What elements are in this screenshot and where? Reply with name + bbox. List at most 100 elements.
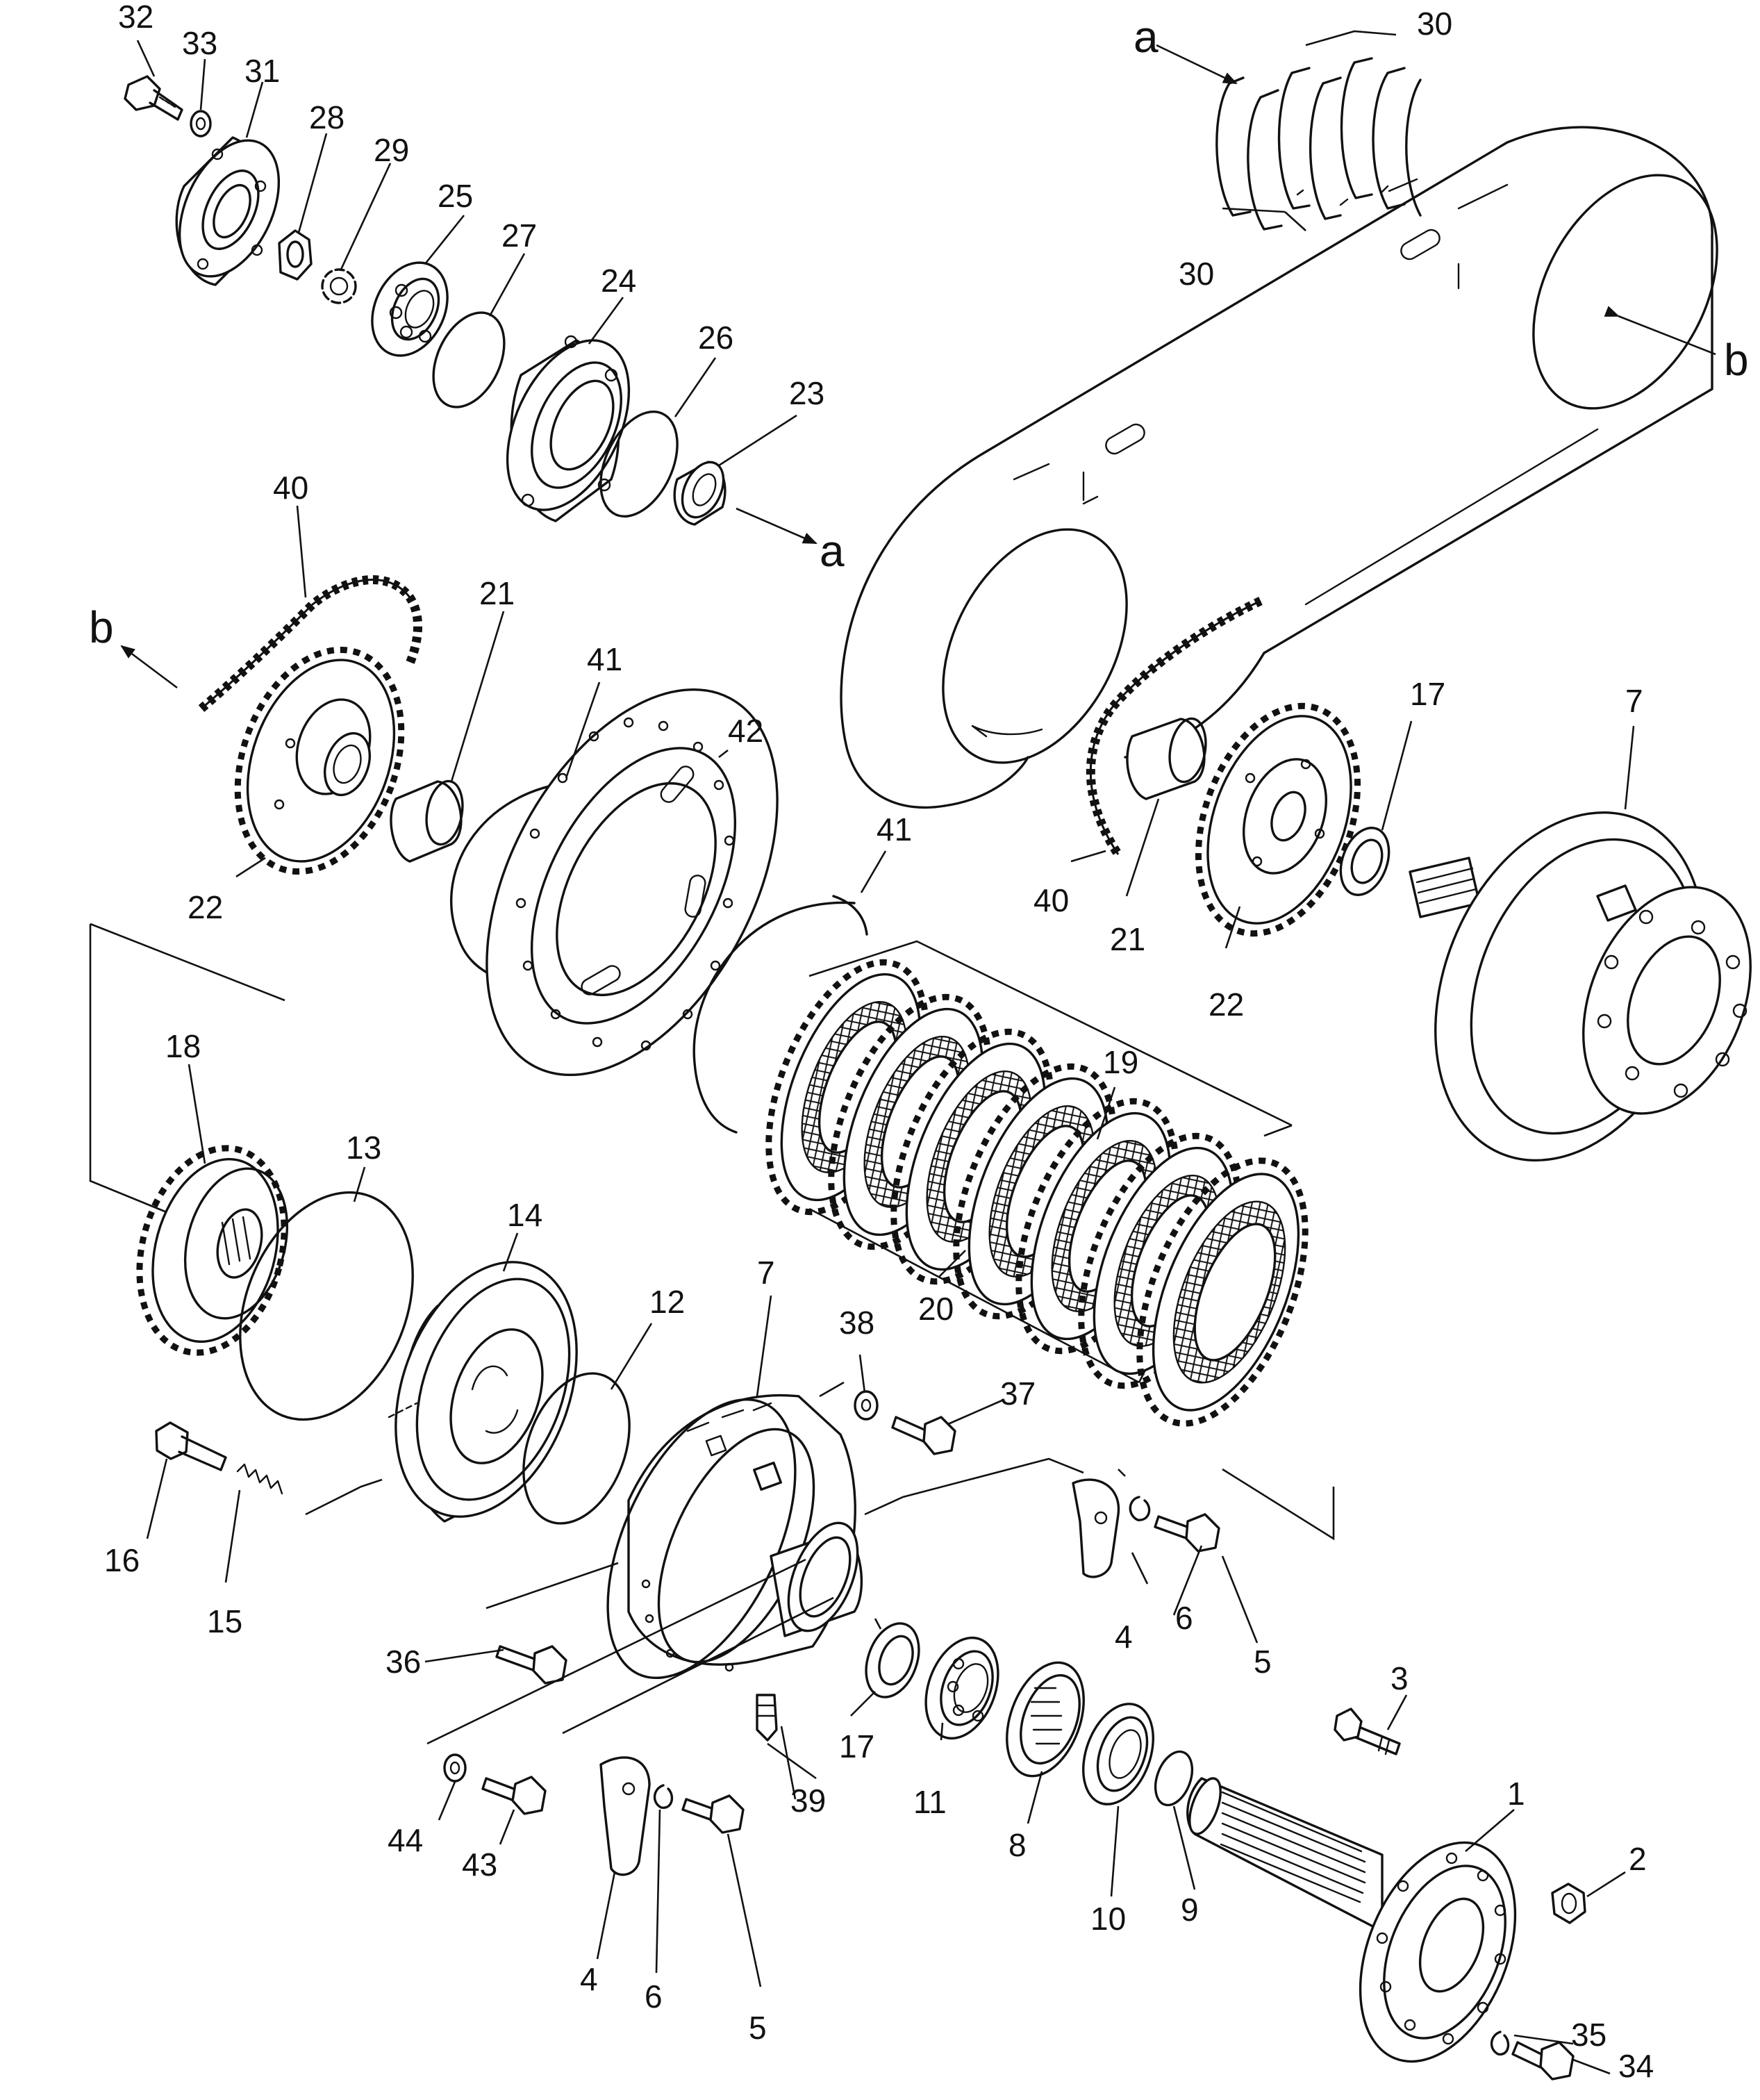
lock-washer-29 — [321, 268, 357, 304]
chain-40-right — [1086, 597, 1263, 857]
bracket-4-left — [599, 1756, 651, 1876]
callout-8: 8 — [1008, 1827, 1027, 1863]
o-ring-12 — [522, 1372, 631, 1525]
o-ring-26 — [599, 411, 679, 518]
bearing-race-17-lower — [865, 1622, 920, 1698]
ref-b-right: b — [1724, 335, 1749, 385]
callout-14: 14 — [507, 1197, 542, 1233]
callout-21-left: 21 — [479, 575, 515, 611]
piston-14 — [388, 1261, 578, 1523]
cage-24 — [506, 335, 631, 522]
bushing-21-right — [1126, 717, 1207, 800]
callout-37: 37 — [1000, 1375, 1036, 1412]
callout-12: 12 — [649, 1284, 685, 1320]
callout-5-left: 5 — [749, 2010, 767, 2046]
clutch-disc-pack-19-20 — [765, 940, 1309, 1427]
callout-29: 29 — [374, 132, 409, 168]
callout-1: 1 — [1507, 1776, 1525, 1812]
callout-2: 2 — [1629, 1841, 1647, 1877]
callout-25: 25 — [438, 178, 473, 214]
bolt-5-left — [681, 1794, 745, 1834]
callout-17-lower: 17 — [839, 1728, 874, 1764]
callout-10: 10 — [1090, 1901, 1126, 1937]
callout-33: 33 — [182, 25, 217, 61]
snap-ring-41-mid — [692, 895, 868, 1134]
callout-28: 28 — [309, 99, 344, 135]
gear-18 — [136, 1145, 289, 1356]
bearing-cup-8 — [1006, 1661, 1085, 1778]
bushing-21-left — [390, 779, 464, 863]
callout-16: 16 — [104, 1542, 140, 1578]
seal-segments-30 — [1215, 30, 1422, 231]
callout-34: 34 — [1618, 2048, 1654, 2084]
callout-31: 31 — [244, 53, 280, 89]
nut-28 — [278, 229, 313, 281]
callout-39: 39 — [790, 1783, 826, 1819]
callout-36: 36 — [385, 1644, 421, 1680]
callout-22-right: 22 — [1209, 986, 1244, 1023]
washer-33 — [190, 110, 212, 138]
bolt-34 — [1511, 2041, 1575, 2081]
callout-3: 3 — [1390, 1660, 1409, 1696]
bolt-3 — [1334, 1708, 1401, 1755]
washer-6-right — [1129, 1496, 1151, 1521]
callout-40-right: 40 — [1033, 882, 1069, 918]
callout-44: 44 — [388, 1822, 423, 1858]
callout-42: 42 — [728, 713, 763, 749]
bolt-37 — [891, 1416, 956, 1455]
nut-2 — [1551, 1883, 1586, 1924]
sprocket-22-left — [234, 646, 405, 875]
callout-15: 15 — [207, 1603, 242, 1639]
washer-44 — [443, 1753, 467, 1783]
housing-7-lower — [606, 1394, 863, 1680]
chain-case — [840, 126, 1718, 809]
callout-41-mid: 41 — [877, 811, 912, 848]
callout-9: 9 — [1181, 1892, 1199, 1928]
washer-6-left — [653, 1784, 674, 1809]
o-ring-13 — [239, 1191, 414, 1421]
callout-23: 23 — [789, 375, 824, 411]
plate-42 — [485, 688, 779, 1077]
callout-38: 38 — [839, 1305, 874, 1341]
callout-19: 19 — [1103, 1044, 1138, 1080]
callout-17-right: 17 — [1410, 676, 1445, 712]
bearing-10 — [1082, 1703, 1154, 1805]
bracket-4-right — [1072, 1478, 1120, 1578]
callout-21-right: 21 — [1110, 921, 1145, 957]
callout-4-left: 4 — [580, 1961, 598, 1997]
bolt-43 — [481, 1776, 547, 1815]
ref-b-left: b — [89, 602, 114, 652]
callout-35: 35 — [1571, 2017, 1607, 2053]
plug-39 — [756, 1694, 778, 1742]
callout-43: 43 — [462, 1846, 497, 1883]
o-ring-9 — [1154, 1750, 1194, 1807]
callout-26: 26 — [698, 320, 733, 356]
callout-20: 20 — [918, 1291, 954, 1327]
callout-41-top: 41 — [587, 641, 622, 677]
washer-35 — [1490, 2031, 1510, 2056]
collar-23 — [673, 461, 727, 526]
callout-5-right: 5 — [1254, 1644, 1272, 1680]
callout-labels: 32 33 31 28 29 25 27 24 26 23 30 30 40 2… — [89, 0, 1749, 2084]
callout-13: 13 — [346, 1130, 381, 1166]
washer-38 — [854, 1390, 879, 1421]
shaft-flange-1 — [1186, 1777, 1517, 2063]
callout-11: 11 — [913, 1784, 947, 1820]
callout-24: 24 — [601, 263, 636, 299]
bearing-race-17-right — [1339, 827, 1390, 896]
ref-a-top: a — [1134, 12, 1159, 62]
chain-40-left — [198, 575, 422, 712]
bolt-16 — [155, 1421, 227, 1471]
bolt-32 — [124, 75, 183, 121]
callout-40-left: 40 — [273, 470, 308, 506]
drum-housing-7-right — [1409, 811, 1752, 1162]
callout-7-right: 7 — [1625, 683, 1643, 719]
bearing-25 — [371, 261, 449, 357]
bolt-5-right — [1154, 1513, 1220, 1553]
ref-a-mid: a — [820, 526, 845, 576]
spring-15 — [236, 1463, 283, 1495]
cover-31 — [175, 136, 281, 286]
callout-18: 18 — [165, 1028, 201, 1064]
plate-42-bolt-holes — [515, 717, 735, 1051]
